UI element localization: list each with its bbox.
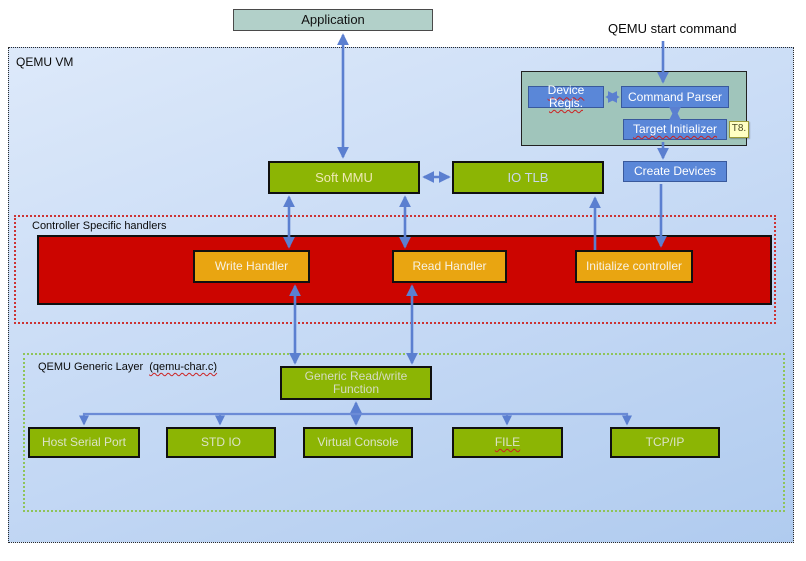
node-device-regis-label: Device Regis. bbox=[547, 83, 585, 110]
node-command-parser: Command Parser bbox=[621, 86, 729, 108]
node-tcp-ip: TCP/IP bbox=[610, 427, 720, 458]
generic-layer-label-text: QEMU Generic Layer bbox=[38, 361, 144, 373]
node-std-io: STD IO bbox=[166, 427, 276, 458]
qemu-start-command-label: QEMU start command bbox=[608, 21, 737, 36]
node-generic-function: Generic Read/write Function bbox=[280, 366, 432, 400]
node-io-tlb: IO TLB bbox=[452, 161, 604, 194]
controller-handlers-container bbox=[14, 215, 776, 324]
node-file: FILE bbox=[452, 427, 563, 458]
controller-handlers-label: Controller Specific handlers bbox=[32, 220, 167, 232]
node-host-serial-port: Host Serial Port bbox=[28, 427, 140, 458]
generic-layer-container bbox=[23, 353, 785, 512]
node-virtual-console: Virtual Console bbox=[303, 427, 413, 458]
node-target-initializer-label: Target Initializer bbox=[632, 122, 718, 137]
node-create-devices: Create Devices bbox=[623, 161, 727, 182]
node-read-handler: Read Handler bbox=[392, 250, 507, 283]
node-device-regis: Device Regis. bbox=[528, 83, 604, 110]
node-application: Application bbox=[233, 9, 433, 31]
qemu-vm-label: QEMU VM bbox=[16, 55, 74, 69]
node-write-handler: Write Handler bbox=[193, 250, 310, 283]
t8-comment-note: T8. bbox=[729, 121, 749, 138]
node-initialize-controller: Initialize controller bbox=[575, 250, 693, 283]
node-file-label: FILE bbox=[494, 435, 521, 450]
generic-layer-file-text: (qemu-char.c) bbox=[149, 361, 218, 373]
node-soft-mmu: Soft MMU bbox=[268, 161, 420, 194]
generic-layer-label: QEMU Generic Layer (qemu-char.c) bbox=[38, 361, 217, 373]
node-target-initializer: Target Initializer bbox=[623, 119, 727, 140]
